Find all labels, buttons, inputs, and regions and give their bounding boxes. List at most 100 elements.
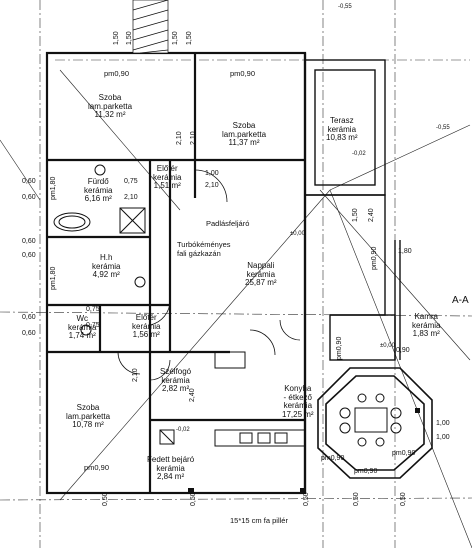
room-hh: H.h kerámia 4,92 m² (92, 253, 120, 280)
door-label: pm0,90 (84, 463, 110, 472)
dim-label: 2,10 (132, 368, 139, 382)
level-fedett: -0,02 (176, 427, 190, 433)
door-label: pm0,90 (230, 69, 256, 78)
room-name: Szoba (76, 403, 100, 412)
room-floor: kerámia (283, 401, 313, 410)
dim-label: pm1,80 (50, 266, 57, 290)
room-name: Szoba (232, 121, 256, 130)
room-kamra: Kamra kerámia 1,83 m² (412, 312, 441, 339)
boiler-label-2: fali gázkazán (177, 249, 221, 258)
dim-label: 1,50 (186, 31, 193, 45)
room-floor: kerámia (132, 321, 161, 331)
level-hall: ±0,00 (290, 231, 305, 237)
room-area: 17,25 m² (282, 409, 314, 419)
dim-label: 2,10 (205, 182, 219, 189)
dim-label: pm0,90 (321, 455, 345, 462)
dim-label: 0,60 (22, 330, 36, 337)
room-floor: kerámia (156, 463, 185, 473)
dim-label: 1,50 (352, 208, 359, 222)
room-name: Konyha (284, 384, 312, 393)
dim-label: 2,40 (189, 388, 196, 402)
dim-label: 0,50 (102, 492, 109, 506)
dim-label: pm0,90 (336, 336, 343, 360)
pillar-label: 15*15 cm fa pillér (230, 516, 288, 525)
room-floor: kerámia (412, 320, 441, 330)
room-area: 1,83 m² (412, 329, 440, 338)
dim-label: 1,00 (436, 420, 450, 427)
dim-label: 0,75 (86, 322, 100, 329)
walls (45, 51, 307, 495)
room-szelfogo: Szélfogó kerámia 2,82 m² (160, 367, 191, 394)
room-area: 2,82 m² (162, 384, 190, 393)
room-floor: lam.parketta (66, 411, 111, 421)
dim-label: pm1,80 (50, 176, 57, 200)
door-label: pm0,90 (104, 69, 130, 78)
kitchen-counter (214, 351, 306, 447)
room-nappali: Nappali kerámia 25,87 m² (245, 261, 277, 288)
dim-label: 1,50 (126, 31, 133, 45)
room-szoba-sw: Szoba lam.parketta 10,78 m² (66, 403, 111, 430)
room-floor: kerámia (68, 322, 97, 332)
room-furdo: Fürdő kerámia 6,16 m² (84, 177, 113, 204)
room-floor: kerámia (246, 269, 276, 279)
pillars (188, 408, 420, 494)
room-name: H.h (100, 253, 113, 262)
chimney-hatch (132, 0, 169, 54)
dining-octagon (317, 367, 433, 479)
dim-label: 0,50 (353, 492, 360, 506)
dim-label: 0,60 (22, 238, 36, 245)
attic-hatch-label: Padlásfeljáró (206, 219, 250, 228)
level-right: -0,55 (436, 125, 450, 131)
dim-label: 0,75 (124, 178, 138, 185)
room-area: 10,83 m² (326, 133, 358, 142)
room-area: 2,84 m² (157, 472, 185, 481)
room-name: Szoba (98, 93, 122, 102)
room-terasz: Terasz kerámia 10,83 m² (326, 116, 358, 143)
dim-label: 0,60 (22, 252, 36, 259)
room-eloter-top: Előtér kerámia 1,51 m² (153, 164, 182, 191)
level-label: -0,02 (352, 151, 366, 157)
bath-fixtures (53, 164, 175, 445)
room-floor: kerámia (84, 185, 113, 195)
dim-label: 0,50 (400, 492, 407, 506)
room-floor: lam.parketta (88, 101, 133, 111)
room-floor: kerámia (161, 375, 190, 385)
room-name: Fürdő (87, 177, 109, 186)
dim-label: 0,60 (22, 178, 36, 185)
room-area: 11,37 m² (228, 138, 260, 147)
room-area: 11,32 m² (94, 110, 126, 119)
room-area: 1,56 m² (132, 330, 160, 339)
dim-label: 0,50 (303, 492, 310, 506)
level-kitchen: ±0,00 (380, 343, 395, 349)
dim-label: 0,60 (22, 314, 36, 321)
room-floor: kerámia (327, 124, 357, 134)
room-floor: kerámia (153, 172, 182, 182)
dim-label: 1,00 (436, 434, 450, 441)
dim-label: 0,50 (190, 492, 197, 506)
room-name: Kamra (414, 312, 438, 321)
dim-label: 2,10 (176, 131, 183, 145)
room-name: Előtér (156, 164, 178, 173)
room-eloter-mid: Előtér kerámia 1,56 m² (132, 313, 161, 340)
section-label: A-A (452, 295, 469, 306)
dim-label: 2,10 (124, 194, 138, 201)
door-swings (117, 169, 301, 381)
dim-label: 1,00 (205, 170, 219, 177)
room-konyha: Konyha - étkező kerámia 17,25 m² (282, 384, 314, 419)
room-wc: Wc kerámia 1,74 m² (68, 314, 97, 341)
dim-label: 1,50 (113, 31, 120, 45)
dim-label: 1,80 (398, 248, 412, 255)
dim-label: pm0,90 (354, 468, 378, 475)
boiler-label-1: Turbókéményes (177, 240, 231, 249)
room-name: Nappali (247, 261, 275, 270)
room-area: 4,92 m² (92, 270, 120, 279)
level-top: -0,55 (338, 4, 352, 10)
room-area: 1,74 m² (68, 331, 96, 340)
room-name-line2: - étkező (283, 392, 313, 402)
dim-label: 1,50 (172, 31, 179, 45)
room-szoba-nw: Szoba lam.parketta 11,32 m² (88, 93, 133, 120)
dim-label: 2,40 (368, 208, 375, 222)
room-name: Fedett bejáró (147, 455, 195, 464)
terrace-outline (304, 59, 401, 361)
room-szoba-ne: Szoba lam.parketta 11,37 m² (222, 121, 266, 148)
